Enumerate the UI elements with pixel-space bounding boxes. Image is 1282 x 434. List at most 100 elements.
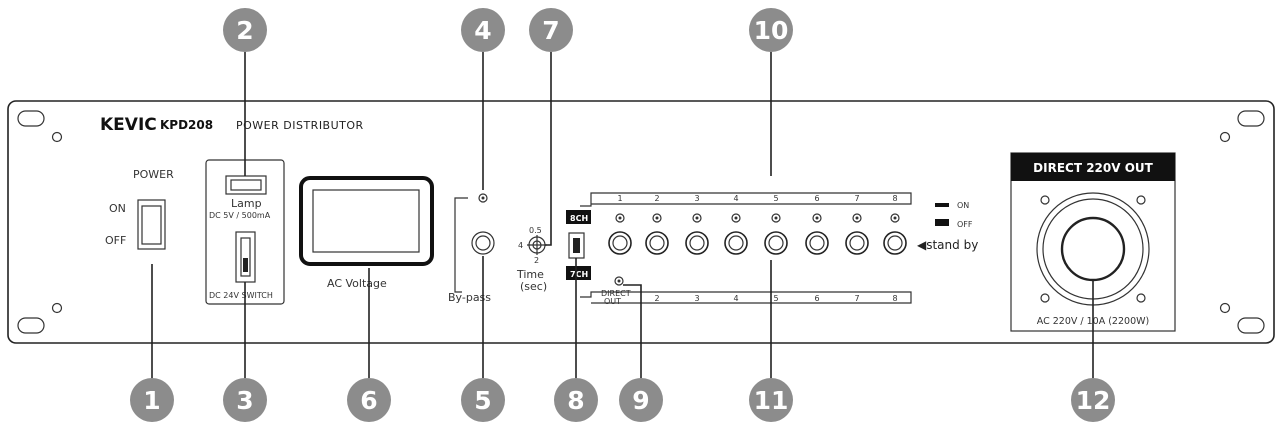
channel-button-inner [649, 235, 665, 251]
callout-number-10: 10 [754, 16, 789, 45]
voltage-meter-display [312, 189, 420, 253]
rack-slot-top-right [1237, 110, 1265, 127]
channel-number-top: 7 [854, 194, 859, 203]
channel-button-inner [849, 235, 865, 251]
channel-leds [615, 213, 900, 223]
channel-led-dot [655, 216, 659, 220]
time-mark-top: 0.5 [529, 226, 542, 235]
screw-icon [1219, 131, 1231, 143]
channel-button-inner [728, 235, 744, 251]
channel-led-icon [652, 213, 662, 223]
callout-number-6: 6 [360, 386, 377, 415]
callout-leaders [151, 52, 1094, 378]
channel-button[interactable] [685, 231, 709, 255]
screw-icon [51, 131, 63, 143]
callout-circle-7 [529, 8, 573, 52]
callout-number-3: 3 [236, 386, 253, 415]
bypass-button-inner [475, 235, 491, 251]
callout-circle-3 [223, 378, 267, 422]
voltage-meter-label: AC Voltage [327, 277, 387, 290]
screw-icon [1219, 302, 1231, 314]
lamp-label: Lamp [231, 197, 262, 210]
channel-number-top: 5 [773, 194, 778, 203]
channel-number-top: 4 [733, 194, 738, 203]
channel-led-icon [692, 213, 702, 223]
callout-circle-6 [347, 378, 391, 422]
channel-button[interactable] [883, 231, 907, 255]
callout-circle-10 [749, 8, 793, 52]
badge-7ch [566, 266, 591, 280]
bypass-led-dot [481, 196, 485, 200]
power-switch[interactable] [137, 199, 166, 250]
callout-number-2: 2 [236, 16, 253, 45]
channel-bottom-bracket [580, 291, 912, 304]
callout-circle-8 [554, 378, 598, 422]
channel-buttons [608, 231, 907, 255]
brand-logo: KEVIC [100, 115, 157, 135]
bypass-bracket [454, 197, 468, 293]
direct-out-socket[interactable] [1060, 216, 1126, 282]
dc-switch[interactable] [235, 231, 256, 283]
callout-circle-9 [619, 378, 663, 422]
callout-circle-5 [461, 378, 505, 422]
badge-8ch [566, 210, 591, 224]
channel-led-icon [731, 213, 741, 223]
channel-button-inner [768, 235, 784, 251]
bypass-label: By-pass [448, 291, 491, 304]
channel-button-inner [689, 235, 705, 251]
callout-number-4: 4 [474, 16, 491, 45]
callout-number-1: 1 [143, 386, 160, 415]
channel-button-inner [809, 235, 825, 251]
time-mark-left: 4 [518, 241, 523, 250]
voltage-meter-frame [299, 176, 434, 266]
power-switch-rocker [141, 205, 162, 245]
callout-number-7: 7 [542, 16, 559, 45]
badge-7ch-text: 7CH [570, 270, 588, 279]
channel-button[interactable] [845, 231, 869, 255]
channel-number-top: 3 [694, 194, 699, 203]
channel-button[interactable] [764, 231, 788, 255]
channel-button[interactable] [805, 231, 829, 255]
callout-number-8: 8 [567, 386, 584, 415]
time-unit: (sec) [520, 280, 547, 293]
legend-standby-label: ◀stand by [917, 238, 978, 252]
direct-out-header [1011, 153, 1175, 181]
badge-8ch-text: 8CH [570, 214, 588, 223]
time-label: Time [516, 268, 544, 281]
channel-led-dot [695, 216, 699, 220]
channel-number-top: 6 [814, 194, 819, 203]
channel-button[interactable] [724, 231, 748, 255]
legend-on-mark-base [935, 205, 949, 207]
callout-circle-2 [223, 8, 267, 52]
power-label: POWER [133, 168, 174, 181]
channel-button[interactable] [608, 231, 632, 255]
bypass-led-icon [478, 193, 488, 203]
direct-out-title: DIRECT 220V OUT [1033, 161, 1153, 175]
channel-button[interactable] [645, 231, 669, 255]
power-on-label: ON [109, 202, 126, 215]
callout-number-11: 11 [754, 386, 789, 415]
channel-top-bracket [580, 192, 912, 207]
channel-number-bottom: 2 [654, 294, 659, 303]
bypass-button[interactable] [471, 231, 495, 255]
direct-out-led-icon [614, 276, 624, 286]
callout-circle-4 [461, 8, 505, 52]
callout-number-12: 12 [1076, 386, 1111, 415]
dc-switch-slot [240, 237, 251, 277]
lamp-socket[interactable] [225, 175, 267, 195]
model-name: KPD208 [160, 118, 213, 132]
callout-circle-12 [1071, 378, 1115, 422]
rack-slot-bottom-right [1237, 317, 1265, 334]
callout-circle-11 [749, 378, 793, 422]
channel-led-dot [618, 216, 622, 220]
dc-switch-knob [243, 258, 248, 272]
dc-switch-label: DC 24V SWITCH [209, 291, 273, 300]
legend-on-label: ON [957, 201, 969, 210]
screw-icon [1136, 195, 1146, 205]
channel-led-dot [734, 216, 738, 220]
time-mark-bottom: 2 [534, 256, 539, 265]
channel-led-icon [615, 213, 625, 223]
